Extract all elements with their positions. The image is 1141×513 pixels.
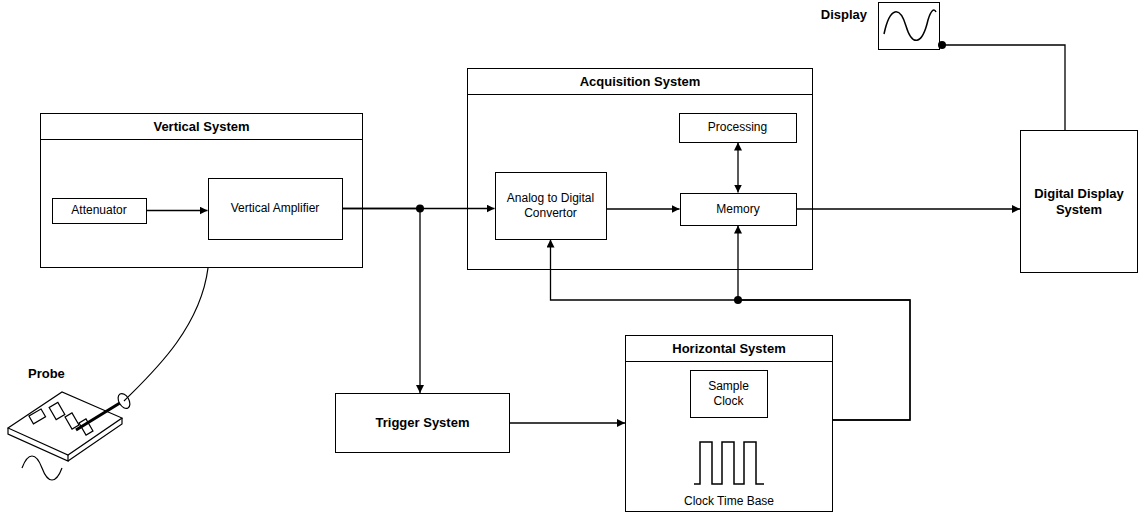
system-block: Horizontal SystemClock Time Base Sample C… [625,335,833,512]
node-subtext: Clock Time Base [626,494,832,508]
probe-symbol [76,268,208,430]
process-box: Vertical Amplifier [208,178,343,240]
signal-connector [940,45,1065,130]
signal-connector [343,209,421,394]
node-text: Attenuator [71,203,126,217]
system-block: Acquisition SystemProcessingAnalog to Di… [467,68,813,270]
process-box: Processing [679,113,797,143]
node-text: Analog to Digital Convertor [501,191,601,220]
signal-wave [22,456,62,480]
process-box: Attenuator [52,198,147,224]
node-text: Vertical Amplifier [231,201,320,215]
process-box: Memory [680,193,797,226]
signal-connector [797,208,1021,209]
signal-connector [551,240,911,421]
signal-connector [510,422,625,423]
signal-connector [737,143,738,193]
node-text: Digital Display System [1026,186,1132,217]
process-box: Trigger System [335,393,510,453]
process-box: Analog to Digital Convertor [495,172,607,240]
node-text: Horizontal System [626,336,832,362]
display-screen: Display [878,2,940,50]
process-box: Digital Display System [1020,130,1138,273]
node-text: Acquisition System [468,69,812,95]
node-text: Trigger System [376,415,470,431]
system-block: Vertical SystemAttenuator Vertical Amplif… [40,113,363,268]
signal-connector [147,210,208,211]
circuit-board [8,392,122,461]
display-wave [884,10,936,40]
process-box: Sample Clock [690,370,768,418]
node-text: Sample Clock [696,379,762,408]
node-text: Processing [708,120,767,134]
part-name: Probe [28,366,65,381]
node-text: Display [821,7,867,22]
signal-connector [607,208,680,209]
node-text: Memory [716,202,759,216]
node-text: Vertical System [41,114,362,140]
clock-waveform [694,442,764,484]
